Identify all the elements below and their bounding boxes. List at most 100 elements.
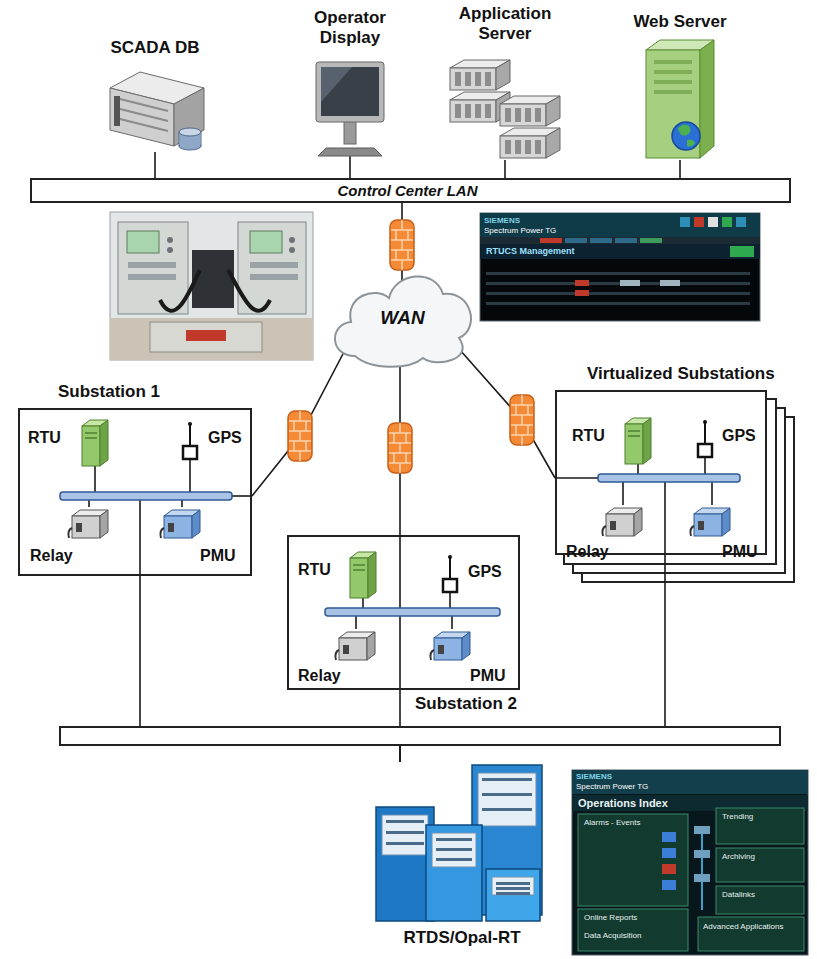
icon-part — [505, 140, 511, 154]
bus-wire — [399, 612, 401, 688]
icon-part — [496, 60, 510, 90]
icon-part — [546, 96, 560, 126]
node-label: PMU — [722, 542, 758, 561]
node-label: Relay — [30, 546, 73, 565]
pmu-device: PMU — [428, 626, 516, 688]
label-slot: Data Acquisition — [584, 931, 641, 941]
cable — [228, 270, 270, 311]
icon-part — [478, 773, 536, 826]
screen-text: Alarms - Events — [584, 818, 640, 828]
label-slot: RTUCS Management — [486, 246, 575, 257]
rtds-icon — [376, 765, 542, 921]
relay-keypad — [250, 274, 298, 280]
screen-icon — [662, 848, 676, 858]
station-bus-group — [557, 458, 740, 553]
label-slot: Archiving — [722, 852, 755, 862]
relay-symbol — [335, 628, 377, 662]
screen-panel — [716, 808, 804, 844]
screen-icon — [680, 217, 690, 227]
relay-keypad — [128, 262, 176, 268]
screen-icon — [708, 217, 718, 227]
icon-part — [168, 523, 174, 532]
rtu-device: RTU — [295, 550, 381, 602]
screen-graphic — [694, 826, 710, 834]
label-slot: Datalinks — [722, 890, 755, 900]
simulator-node: RTDS/Opal-RT — [372, 762, 552, 956]
screen-text: SIEMENS — [484, 216, 520, 226]
node-label: Operator Display — [295, 8, 405, 48]
icon-part — [386, 831, 424, 834]
icon-part — [114, 96, 120, 126]
station-bus-group — [325, 537, 500, 688]
rack-icon — [450, 60, 560, 158]
web-icon — [646, 40, 714, 158]
screen-tab — [590, 238, 612, 243]
label-slot: Spectrum Power TG — [484, 226, 556, 236]
icon-part — [486, 869, 540, 921]
screen-text: Advanced Applications — [703, 922, 784, 932]
icon-part — [515, 140, 521, 154]
gps-icon — [443, 555, 457, 592]
icon-part — [367, 632, 375, 660]
icon-part — [485, 104, 491, 118]
icon-part — [116, 118, 168, 131]
icon-part — [496, 882, 530, 885]
network-link — [460, 350, 555, 478]
relay-icon — [602, 508, 642, 536]
icon-part — [492, 877, 534, 895]
relay-symbol — [68, 506, 110, 540]
icon-part — [188, 422, 192, 426]
process-bus-bar — [60, 727, 780, 745]
icon-part — [628, 435, 640, 437]
test-set-display — [186, 330, 226, 341]
relay-button — [289, 237, 295, 243]
screen-row — [486, 292, 750, 295]
icon-part — [110, 88, 174, 146]
icon-part — [496, 887, 530, 890]
icon-part — [690, 526, 694, 536]
icon-part — [438, 645, 444, 654]
icon-part — [443, 579, 457, 592]
icon-part — [646, 50, 700, 158]
network-link — [401, 203, 403, 280]
icon-part — [335, 650, 339, 660]
icon-part — [386, 842, 424, 845]
screen-header — [572, 770, 808, 794]
node-label: WAN — [325, 306, 480, 329]
icon-part — [535, 108, 541, 122]
screen-icon — [662, 864, 676, 874]
icon-part — [475, 72, 481, 86]
network-link — [154, 152, 156, 178]
icon-part — [350, 558, 368, 598]
firewall-icon — [510, 395, 534, 445]
icon-part — [505, 108, 511, 122]
label-slot: Spectrum Power TG — [576, 782, 648, 792]
icon-part — [321, 67, 352, 102]
node-label: GPS — [208, 428, 242, 447]
gps-symbol — [695, 420, 715, 458]
screen-frame — [572, 770, 808, 955]
screen-text: Trending — [722, 812, 753, 822]
screen-graphic — [694, 850, 710, 858]
icon-part — [386, 820, 424, 823]
screen-frame — [480, 213, 760, 321]
cable — [160, 270, 200, 311]
rtu-device: RTU — [26, 418, 112, 470]
icon-part — [85, 432, 97, 434]
screen-icon — [694, 217, 704, 227]
relay-unit — [238, 222, 306, 314]
screen-text: Data Acquisition — [584, 931, 641, 941]
label-slot: SIEMENS — [484, 216, 520, 226]
label-slot: Trending — [722, 812, 753, 822]
relay-device: Relay — [28, 504, 124, 568]
node-label: Relay — [566, 542, 609, 561]
screen-graphic — [701, 834, 703, 910]
label-slot: Advanced Applications — [703, 922, 784, 932]
db-icon — [110, 72, 204, 150]
icon-part — [430, 650, 434, 660]
icon-part — [382, 815, 428, 855]
screen-text: Spectrum Power TG — [576, 782, 648, 792]
screen-cell — [620, 280, 640, 286]
